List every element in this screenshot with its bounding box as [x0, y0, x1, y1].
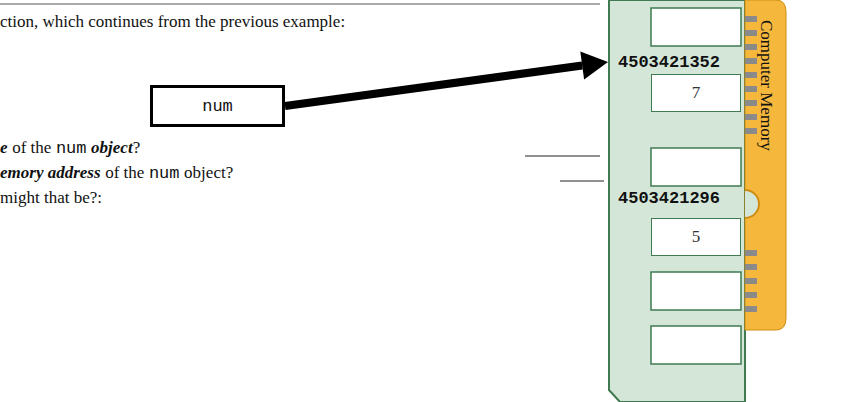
memory-pin	[745, 72, 757, 78]
rule-line	[0, 4, 600, 5]
memory-cell: 5	[651, 218, 741, 256]
memory-pin	[745, 100, 757, 106]
strip-notch	[745, 190, 759, 218]
question-text: object	[91, 138, 133, 157]
memory-cell: 7	[651, 74, 741, 112]
pointer-arrow	[285, 52, 608, 106]
cell-value: 5	[692, 227, 701, 247]
question-text: of the	[105, 163, 144, 182]
question-text: e	[0, 138, 8, 157]
memory-pin	[745, 292, 757, 298]
memory-pin	[745, 250, 757, 256]
arrow-head	[580, 52, 608, 80]
module-label: Computer Memory	[756, 20, 776, 151]
question-text: ction, which continues from the previous…	[0, 12, 345, 31]
question-text: might that be?:	[0, 188, 102, 207]
memory-address: 4503421352	[617, 53, 721, 72]
contact-strip	[745, 0, 786, 330]
memory-cell	[651, 148, 741, 186]
text-line: might that be?:	[0, 188, 102, 208]
text-line: eof the numobject?	[0, 138, 140, 158]
answer-blank	[525, 156, 600, 157]
memory-cell	[651, 272, 741, 310]
text-line: 4503421352	[617, 52, 721, 72]
arrow-shaft	[285, 66, 582, 106]
memory-cell	[651, 8, 741, 46]
memory-address: 4503421296	[617, 189, 721, 208]
answer-blank	[560, 181, 604, 182]
question-text: ?	[133, 138, 141, 157]
memory-pin	[745, 58, 757, 64]
memory-pin	[745, 128, 757, 134]
memory-cell	[651, 326, 741, 364]
text-line: 4503421296	[617, 188, 721, 208]
variable-name: num	[202, 97, 233, 116]
memory-pin	[745, 264, 757, 270]
memory-pin	[745, 306, 757, 312]
memory-pin	[745, 278, 757, 284]
memory-pin	[745, 16, 757, 22]
question-text: object?	[184, 163, 233, 182]
memory-pin	[745, 30, 757, 36]
board-outline	[609, 0, 745, 402]
question-text: emory address	[0, 163, 101, 182]
memory-pin	[745, 44, 757, 50]
text-line: ction, which continues from the previous…	[0, 12, 345, 32]
question-text: of the	[12, 138, 51, 157]
cell-value: 7	[692, 83, 701, 103]
memory-pin	[745, 114, 757, 120]
variable-box: num	[150, 85, 285, 127]
question-text: num	[56, 139, 87, 158]
text-line: emory addressof the numobject?	[0, 163, 233, 183]
question-text: num	[149, 164, 180, 183]
memory-pin	[745, 86, 757, 92]
